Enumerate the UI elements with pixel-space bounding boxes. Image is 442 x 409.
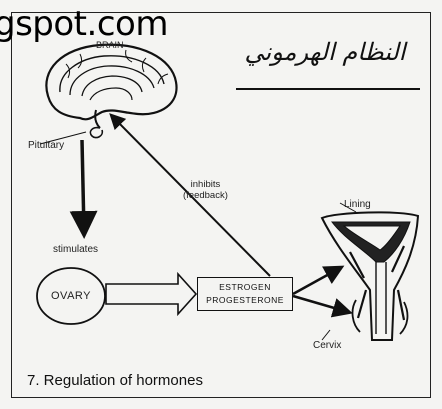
brain-label: BRAIN (96, 40, 124, 50)
stimulates-arrow (82, 140, 84, 232)
hormone-arrow-upper (293, 268, 340, 294)
brain-illustration (46, 45, 176, 138)
estrogen-label: ESTROGEN (198, 281, 292, 294)
uterus-illustration (322, 212, 418, 340)
ovary-label: OVARY (51, 290, 91, 302)
lining-label: Lining (344, 199, 371, 210)
cervix-label: Cervix (313, 340, 341, 351)
cervix-pointer (322, 330, 330, 340)
secretes-arrow (106, 274, 196, 314)
inhibits-label-line1: inhibits (183, 179, 228, 190)
progesterone-label: PROGESTERONE (198, 294, 292, 307)
figure-caption: 7. Regulation of hormones (27, 372, 203, 389)
pituitary-label: Pituitary (28, 140, 64, 151)
inhibits-label-line2: (feedback) (183, 190, 228, 201)
hormone-arrow-lower (293, 296, 348, 312)
hormone-box: ESTROGEN PROGESTERONE (197, 277, 293, 311)
inhibits-label: inhibits (feedback) (183, 179, 228, 201)
stimulates-label: stimulates (53, 244, 98, 255)
